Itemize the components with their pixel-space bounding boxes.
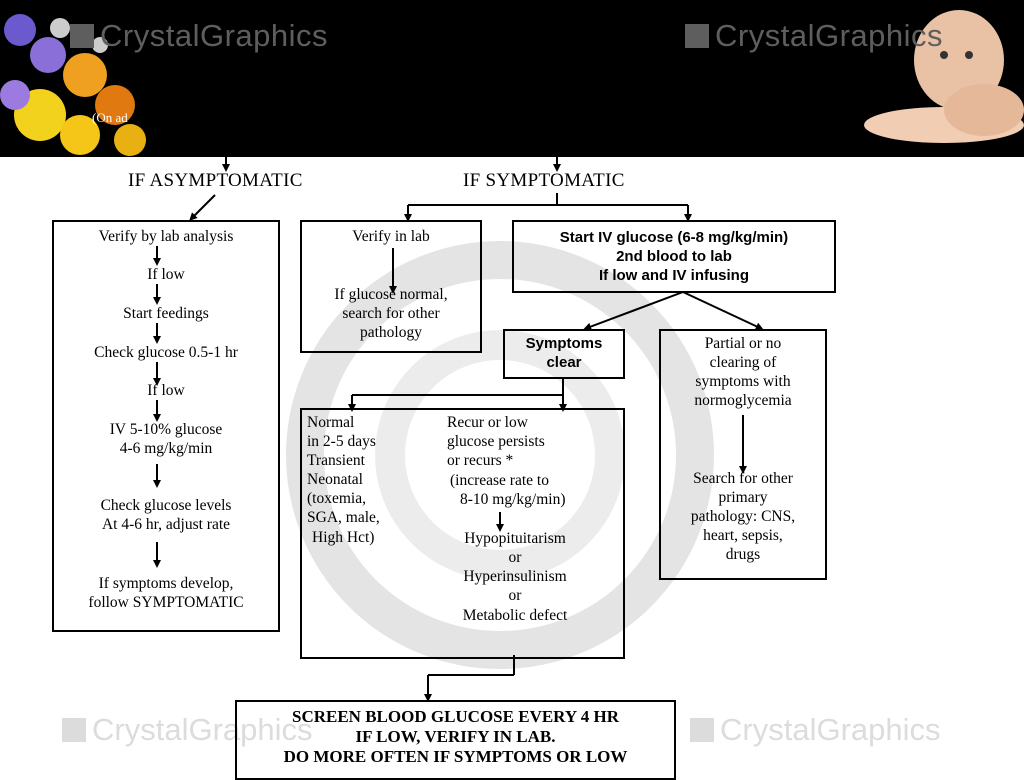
screen-text: SCREEN BLOOD GLUCOSE EVERY 4 HR IF LOW, … (238, 707, 673, 767)
asym-check-glucose: Check glucose 0.5-1 hr (94, 344, 238, 361)
asym-symptoms-develop: If symptoms develop, (98, 575, 234, 592)
asymptomatic-box (52, 220, 280, 632)
normal-line1: Normal (307, 414, 355, 431)
recur-hypopituitarism: Hypopituitarism (464, 530, 566, 547)
asym-iv-rate: 4-6 mg/kg/min (119, 440, 213, 457)
screen-line1: SCREEN BLOOD GLUCOSE EVERY 4 HR (291, 707, 620, 726)
asym-start-feedings: Start feedings (123, 305, 209, 322)
verify-lab-line1: If glucose normal, (334, 286, 448, 303)
start-iv-line2: 2nd blood to lab (616, 248, 732, 265)
normal-line6: SGA, male, (307, 509, 380, 526)
partial-clearing-box (659, 329, 827, 580)
partial-line3: symptoms with (695, 373, 791, 390)
normal-line4: Neonatal (307, 471, 363, 488)
recur-or-1: or (508, 549, 522, 566)
watermark-logo: CrystalGraphics (62, 712, 313, 748)
recur-line5: 8-10 mg/kg/min) (460, 491, 566, 508)
screen-line3: DO MORE OFTEN IF SYMPTOMS OR LOW (283, 747, 628, 766)
partial-search4: heart, sepsis, (703, 527, 783, 544)
partial-search3: pathology: CNS, (690, 508, 796, 525)
verify-lab-box (300, 220, 482, 353)
normal-line5: (toxemia, (307, 490, 366, 507)
recur-line4: (increase rate to (450, 472, 549, 489)
partial-line4: normoglycemia (694, 392, 792, 409)
asym-check-levels: Check glucose levels (100, 497, 232, 514)
start-iv-line3: If low and IV infusing (599, 267, 749, 284)
start-iv-line1: Start IV glucose (6-8 mg/kg/min) (559, 229, 789, 246)
partial-search1: Search for other (693, 470, 793, 487)
verify-lab-line3: pathology (360, 324, 422, 341)
baby-image (864, 10, 1024, 143)
flowers-image (0, 14, 146, 156)
outcome-box (300, 408, 625, 659)
partial-line2: clearing of (709, 354, 777, 371)
partial-search5: drugs (725, 546, 761, 563)
asym-adjust-rate: At 4-6 hr, adjust rate (101, 516, 231, 533)
recur-or-2: or (508, 587, 522, 604)
start-iv-box (512, 220, 836, 293)
normal-line2: in 2-5 days (307, 433, 376, 450)
verify-lab-line2: search for other (342, 305, 440, 322)
heading-symptomatic: IF SYMPTOMATIC (463, 170, 625, 191)
screen-line2: IF LOW, VERIFY IN LAB. (355, 727, 556, 746)
asym-iv-glucose: IV 5-10% glucose (109, 421, 223, 438)
symptoms-clear-line2: clear (546, 354, 582, 371)
asym-follow-symptomatic: follow SYMPTOMATIC (88, 594, 244, 611)
header-banner: CrystalGraphics CrystalGraphics (On ad (0, 0, 1024, 157)
normal-line3: Transient (307, 452, 365, 469)
header-subtitle: (On ad (92, 110, 128, 125)
partial-search2: primary (718, 489, 768, 506)
symptoms-clear-line1: Symptoms (525, 335, 603, 352)
recur-hyperinsulinism: Hyperinsulinism (463, 568, 567, 585)
recur-line2: glucose persists (447, 433, 545, 450)
recur-line3: or recurs * (447, 452, 514, 469)
asym-if-low-2: If low (147, 382, 185, 399)
watermark-logo: CrystalGraphics (70, 18, 328, 54)
asym-verify: Verify by lab analysis (98, 228, 234, 245)
partial-line1: Partial or no (704, 335, 782, 352)
watermark-logo: CrystalGraphics (685, 18, 943, 54)
normal-line7: High Hct) (312, 529, 375, 546)
watermark-logo: CrystalGraphics (690, 712, 941, 748)
heading-asymptomatic: IF ASYMPTOMATIC (128, 170, 303, 191)
recur-line1: Recur or low (447, 414, 528, 431)
verify-lab-title: Verify in lab (352, 228, 430, 245)
symptoms-clear-box (503, 329, 625, 379)
asym-if-low: If low (147, 266, 185, 283)
recur-metabolic-defect: Metabolic defect (462, 607, 568, 624)
